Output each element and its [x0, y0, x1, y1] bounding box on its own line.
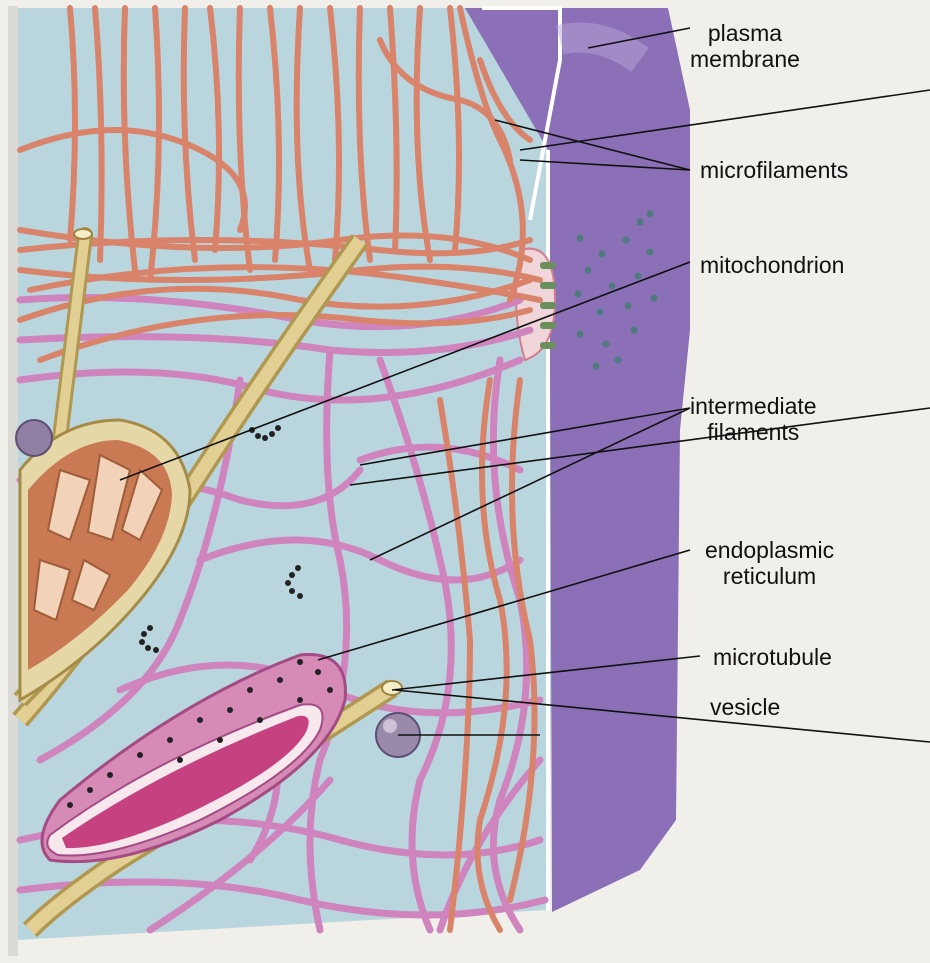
label-plasma-membrane-line1: plasma	[690, 20, 800, 46]
label-endoplasmic-reticulum-line2: reticulum	[705, 563, 834, 589]
label-endoplasmic-reticulum-line1: endoplasmic	[705, 537, 834, 563]
label-intermediate-filaments: intermediate filaments	[690, 393, 817, 445]
label-endoplasmic-reticulum: endoplasmic reticulum	[705, 537, 834, 589]
label-mitochondrion-line1: mitochondrion	[700, 252, 844, 278]
label-plasma-membrane: plasma membrane	[690, 20, 800, 72]
label-vesicle: vesicle	[710, 694, 780, 720]
label-microfilaments: microfilaments	[700, 157, 848, 183]
small-vesicle	[16, 420, 52, 456]
label-intermediate-filaments-line2: filaments	[690, 419, 817, 445]
label-microtubule: microtubule	[713, 644, 832, 670]
label-plasma-membrane-line2: membrane	[690, 46, 800, 72]
label-microfilaments-line1: microfilaments	[700, 157, 848, 183]
page-edge	[8, 6, 18, 956]
label-vesicle-line1: vesicle	[710, 694, 780, 720]
label-intermediate-filaments-line1: intermediate	[690, 393, 817, 419]
label-mitochondrion: mitochondrion	[700, 252, 844, 278]
label-microtubule-line1: microtubule	[713, 644, 832, 670]
